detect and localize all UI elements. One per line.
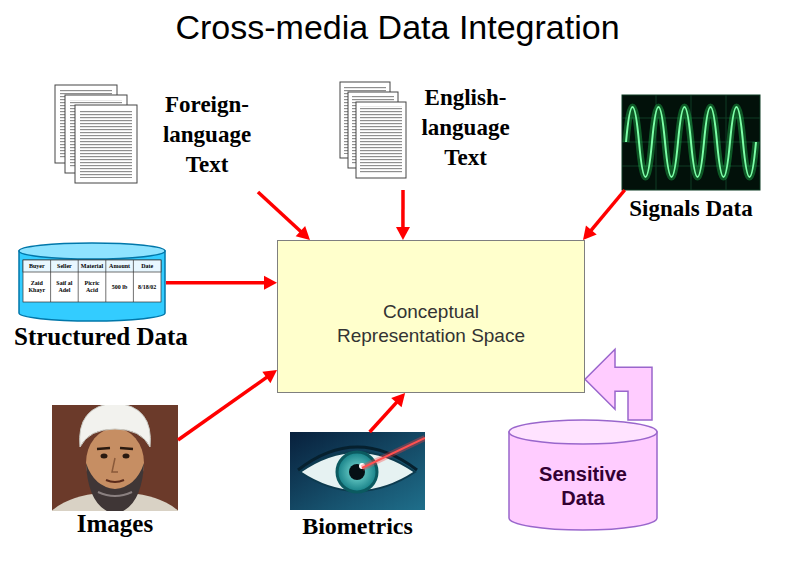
arrow-connector bbox=[166, 276, 277, 290]
text-source: English-language Text bbox=[338, 80, 528, 190]
arrow-connector bbox=[396, 190, 410, 240]
table-cell: Seller bbox=[51, 260, 79, 272]
cylinder-text: Sensitive Data bbox=[516, 448, 650, 524]
table-cell: Saif al Adel bbox=[51, 272, 79, 302]
source-label: Biometrics bbox=[278, 511, 437, 541]
table-cell: Material bbox=[78, 260, 106, 272]
document-stack bbox=[55, 85, 137, 183]
signal-source: Signals Data bbox=[622, 95, 760, 190]
database-cylinder: Sensitive Data bbox=[508, 420, 658, 530]
source-label: Signals Data bbox=[602, 195, 780, 223]
arrow-connector bbox=[583, 190, 625, 240]
table-cell: 8/18/02 bbox=[133, 272, 161, 302]
table-cell: Date bbox=[133, 260, 161, 272]
table-cell: Buyer bbox=[23, 260, 51, 272]
table-cell: Amount bbox=[106, 260, 134, 272]
arrow-connector bbox=[370, 393, 405, 432]
image-source: Images bbox=[52, 405, 178, 511]
arrow-connector bbox=[258, 192, 310, 240]
block-arrow bbox=[585, 349, 652, 420]
eye-image bbox=[290, 432, 425, 510]
source-label: Foreign-language Text bbox=[147, 90, 267, 180]
text-source: Foreign-language Text bbox=[55, 85, 270, 192]
table-cell: Zaid Khayr bbox=[23, 272, 51, 302]
signal-wave bbox=[622, 95, 760, 190]
portrait-photo bbox=[52, 405, 178, 511]
biometric-source: Biometrics bbox=[290, 432, 425, 510]
source-label: Structured Data bbox=[14, 322, 259, 352]
source-label: English-language Text bbox=[408, 83, 523, 173]
box-text: Conceptual Representation Space bbox=[316, 286, 546, 348]
concept-box: Conceptual Representation Space bbox=[277, 240, 585, 393]
document-stack bbox=[340, 82, 406, 178]
source-label: Images bbox=[42, 509, 188, 539]
table-cell: 500 lb bbox=[106, 272, 134, 302]
table-cell: Picric Acid bbox=[78, 272, 106, 302]
database-cylinder: BuyerSellerMaterialAmountDateZaid KhayrS… bbox=[18, 243, 166, 321]
diagram-title: Cross-media Data Integration bbox=[0, 6, 795, 48]
arrow-connector bbox=[178, 370, 277, 440]
